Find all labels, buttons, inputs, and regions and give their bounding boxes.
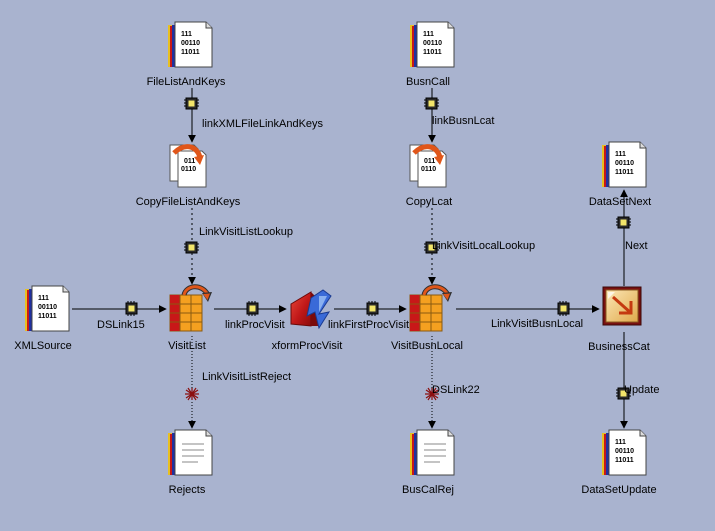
svg-text:00110: 00110 xyxy=(423,40,442,47)
stage-label: BusCalRej xyxy=(402,484,454,496)
stage-label: CopyFileListAndKeys xyxy=(136,196,241,208)
stage-rejects[interactable] xyxy=(168,429,213,476)
stage-label: VisitList xyxy=(168,340,206,352)
link-label: DSLink22 xyxy=(432,384,480,396)
stage-visit-busn-local[interactable] xyxy=(409,284,452,332)
stage-label: DataSetUpdate xyxy=(581,484,656,496)
sequential-file-icon xyxy=(410,429,455,476)
reject-marker-icon[interactable] xyxy=(425,387,439,401)
stage-label: XMLSource xyxy=(14,340,71,352)
svg-text:11011: 11011 xyxy=(38,313,57,320)
sequential-file-icon: 111 00110 11011 xyxy=(25,285,70,332)
connector-chip-icon[interactable] xyxy=(246,301,259,316)
stage-label: VisitBusnLocal xyxy=(391,340,463,352)
stage-xml-source[interactable]: 111 00110 11011 xyxy=(25,285,70,332)
stage-label: CopyLcat xyxy=(406,196,452,208)
svg-text:00110: 00110 xyxy=(615,448,634,455)
svg-text:111: 111 xyxy=(423,31,434,38)
link-label: DSLink15 xyxy=(97,319,145,331)
reject-marker-icon[interactable] xyxy=(185,387,199,401)
lookup-grid-icon xyxy=(409,284,452,332)
svg-text:11011: 11011 xyxy=(615,457,634,464)
stage-visit-list[interactable] xyxy=(169,284,212,332)
stage-label: FileListAndKeys xyxy=(147,76,226,88)
svg-text:00110: 00110 xyxy=(38,304,57,311)
sequential-file-icon: 111 00110 11011 xyxy=(602,141,647,188)
sequential-file-icon: 111 00110 11011 xyxy=(168,21,213,68)
stage-label: DataSetNext xyxy=(589,196,651,208)
business-cat-icon xyxy=(602,286,642,326)
link-label: linkFirstProcVisit xyxy=(328,319,409,331)
link-label: linkProcVisit xyxy=(225,319,285,331)
links-layer xyxy=(72,88,628,429)
link-label: Update xyxy=(624,384,659,396)
stage-xform-proc-visit[interactable] xyxy=(290,289,332,330)
svg-text:11011: 11011 xyxy=(615,169,634,176)
svg-text:0110: 0110 xyxy=(421,166,436,173)
stage-busn-call[interactable]: 111 00110 11011 xyxy=(410,21,455,68)
transformer-icon xyxy=(290,289,332,330)
svg-text:011: 011 xyxy=(184,158,195,165)
link-connectors xyxy=(125,97,631,401)
connector-chip-icon[interactable] xyxy=(424,241,439,254)
hashed-file-copy-icon: 0110 011 xyxy=(409,144,447,188)
connector-chip-icon[interactable] xyxy=(184,97,199,110)
svg-text:111: 111 xyxy=(615,439,626,446)
stage-label: BusinessCat xyxy=(588,341,650,353)
link-label: LinkVisitListLookup xyxy=(199,226,293,238)
lookup-grid-icon xyxy=(169,284,212,332)
svg-text:00110: 00110 xyxy=(615,160,634,167)
link-label: linkBusnLcat xyxy=(432,115,494,127)
connector-chip-icon[interactable] xyxy=(616,216,631,229)
svg-text:011: 011 xyxy=(424,158,435,165)
connector-chip-icon[interactable] xyxy=(184,241,199,254)
stage-label: BusnCall xyxy=(406,76,450,88)
link-label: LinkVisitBusnLocal xyxy=(491,318,583,330)
link-label: LinkVisitLocalLookup xyxy=(432,240,535,252)
stage-business-cat[interactable] xyxy=(602,286,642,326)
link-labels: linkXMLFileLinkAndKeys linkBusnLcat Link… xyxy=(97,115,659,396)
hashed-file-copy-icon: 0110 011 xyxy=(169,144,207,188)
stage-copy-lcat[interactable]: 0110 011 xyxy=(409,144,447,188)
link-label: Next xyxy=(625,240,648,252)
link-label: LinkVisitListReject xyxy=(202,371,291,383)
stage-data-set-next[interactable]: 111 00110 11011 xyxy=(602,141,647,188)
svg-text:00110: 00110 xyxy=(181,40,200,47)
link-label: linkXMLFileLinkAndKeys xyxy=(202,118,324,130)
stage-data-set-update[interactable]: 111 00110 11011 xyxy=(602,429,647,476)
connector-chip-icon[interactable] xyxy=(616,387,631,400)
svg-text:111: 111 xyxy=(38,295,49,302)
svg-text:0110: 0110 xyxy=(181,166,196,173)
stage-label: xformProcVisit xyxy=(272,340,343,352)
svg-text:11011: 11011 xyxy=(181,49,200,56)
stage-label: Rejects xyxy=(169,484,206,496)
stage-file-list-and-keys[interactable]: 111 00110 11011 xyxy=(168,21,213,68)
connector-chip-icon[interactable] xyxy=(125,301,138,316)
sequential-file-icon: 111 00110 11011 xyxy=(602,429,647,476)
connector-chip-icon[interactable] xyxy=(557,301,570,316)
svg-text:11011: 11011 xyxy=(423,49,442,56)
svg-text:111: 111 xyxy=(615,151,626,158)
stage-copy-file-list-and-keys[interactable]: 0110 011 xyxy=(169,144,207,188)
connector-chip-icon[interactable] xyxy=(424,97,439,110)
connector-chip-icon[interactable] xyxy=(366,301,379,316)
sequential-file-icon: 111 00110 11011 xyxy=(410,21,455,68)
sequential-file-icon xyxy=(168,429,213,476)
stage-bus-cal-rej[interactable] xyxy=(410,429,455,476)
svg-text:111: 111 xyxy=(181,31,192,38)
